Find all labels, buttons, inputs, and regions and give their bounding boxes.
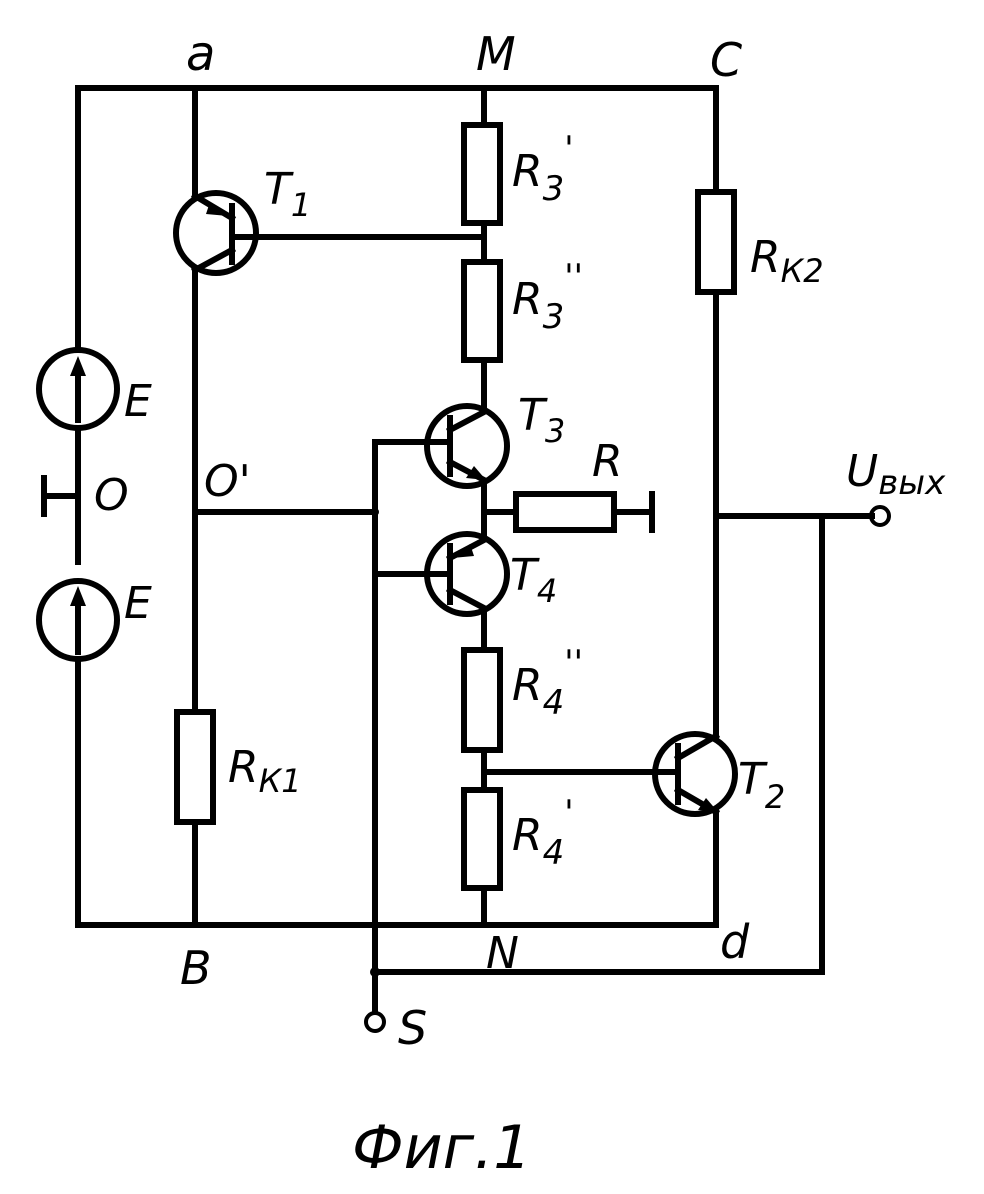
label-r4-prime: R4' [512, 793, 574, 873]
label-r-ground: R [592, 436, 623, 487]
resistor-r4-double-prime [461, 647, 503, 753]
transistor-t2 [652, 731, 738, 817]
resistor-rk1 [174, 709, 216, 825]
label-source-lower: E [124, 578, 152, 629]
source-lower [36, 578, 120, 662]
label-t4: T4 [510, 550, 557, 610]
transistor-t1 [173, 190, 259, 276]
output-terminal[interactable] [869, 505, 891, 527]
label-node-n: N [486, 928, 519, 979]
label-t1: T1 [264, 164, 311, 224]
label-rk1: RК1 [228, 742, 302, 800]
label-r3-double-prime: R3'' [512, 257, 583, 337]
figure-caption: Фиг.1 [352, 1113, 531, 1183]
transistor-t3 [424, 403, 510, 489]
label-r4-double-prime: R4'' [512, 643, 583, 723]
label-r3-prime: R3' [512, 129, 574, 209]
transistor-t4 [424, 531, 510, 617]
junction-o-prime [371, 508, 379, 516]
label-t3: T3 [518, 390, 565, 450]
label-node-o-prime: O' [204, 456, 251, 507]
wires [41, 85, 875, 1013]
label-node-m: M [476, 27, 516, 81]
resistor-r3-double-prime [461, 259, 503, 363]
label-source-upper: E [124, 376, 152, 427]
label-node-d: d [720, 915, 750, 969]
resistor-rk2 [695, 189, 737, 295]
resistor-r3-prime [461, 122, 503, 226]
label-node-a: a [186, 26, 215, 82]
label-t2: T2 [738, 754, 785, 816]
junction-s-line [370, 967, 380, 977]
resistor-r [513, 491, 617, 533]
resistor-r4-prime [461, 787, 503, 891]
label-node-o: O [94, 470, 129, 521]
label-node-c: C [710, 33, 742, 87]
source-upper [36, 347, 120, 431]
s-terminal[interactable] [364, 1011, 386, 1033]
label-rk2: RК2 [750, 232, 824, 290]
label-node-b: B [180, 941, 212, 995]
label-node-s: S [398, 1001, 427, 1055]
label-output-voltage: Uвых [846, 446, 946, 503]
